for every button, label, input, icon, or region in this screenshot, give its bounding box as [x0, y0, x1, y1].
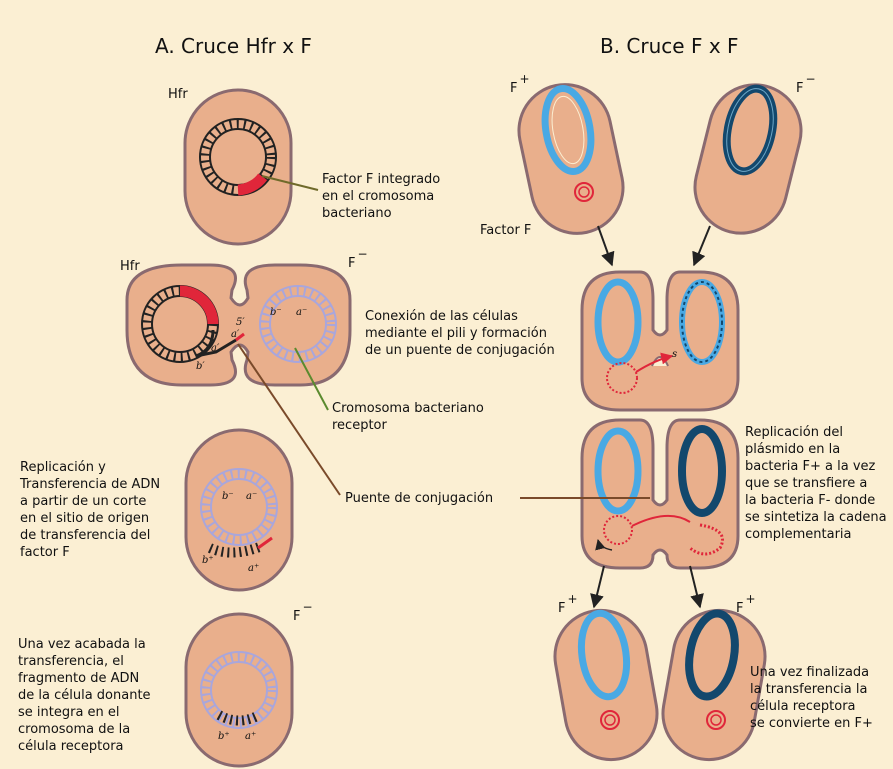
label-f-minus-a2: F− — [293, 608, 313, 625]
title-b: B. Cruce F x F — [600, 34, 739, 58]
label-a-minus-1: a⁻ — [296, 304, 307, 321]
annotation-puente: Puente de conjugación — [345, 490, 493, 507]
hfr-cell-1 — [185, 90, 291, 244]
annotation-una-vez-finalizada: Una vez finalizada la transferencia la c… — [750, 664, 873, 732]
annotation-factor-f-integrated: Factor F integrado en el cromosoma bacte… — [322, 171, 440, 222]
recipient-cell-final — [186, 614, 292, 766]
arrow-b4 — [690, 566, 700, 607]
arrow-b2 — [694, 226, 710, 265]
f-plus-final-left — [548, 603, 665, 767]
label-b-minus-2: b⁻ — [222, 488, 234, 505]
label-five-prime: 5′ — [236, 314, 245, 331]
title-a: A. Cruce Hfr x F — [155, 34, 312, 58]
arrow-b3 — [594, 566, 604, 607]
label-b-minus-1: b⁻ — [270, 304, 282, 321]
annotation-cromosoma-receptor: Cromosoma bacteriano receptor — [332, 400, 484, 434]
f-pair-connected — [582, 272, 738, 410]
f-pair-replicating — [582, 420, 738, 568]
label-f-plus-b3: F+ — [736, 600, 756, 617]
label-factor-f-b: Factor F — [480, 222, 531, 239]
label-f-plus-b2: F+ — [558, 600, 578, 617]
label-hfr-1: Hfr — [168, 86, 188, 103]
label-a-prime-1: a′ — [211, 340, 219, 357]
label-f-minus-b1: F− — [796, 80, 816, 97]
label-b-plus-1: b⁺ — [202, 552, 214, 569]
f-plus-cell — [510, 76, 631, 242]
label-f-minus-a: F− — [348, 255, 368, 272]
label-b-plus-2: b⁺ — [218, 728, 230, 745]
label-a-plus-1: a⁺ — [248, 560, 259, 577]
annotation-conexion: Conexión de las células mediante el pili… — [365, 308, 555, 359]
label-f-plus-b1: F+ — [510, 80, 530, 97]
f-minus-cell — [685, 75, 811, 243]
annotation-replicacion-plasmido: Replicación del plásmido en la bacteria … — [745, 424, 887, 543]
hfr-f-mating-pair — [127, 265, 350, 447]
annotation-una-vez-acabada: Una vez acabada la transferencia, el fra… — [18, 636, 151, 755]
label-a-plus-2: a⁺ — [245, 728, 256, 745]
annotation-replicacion-transferencia: Replicación y Transferencia de ADN a par… — [20, 459, 160, 561]
label-b-prime: b′ — [196, 358, 205, 375]
label-s: s — [672, 346, 677, 363]
label-a-minus-2: a⁻ — [246, 488, 257, 505]
arrow-b1 — [598, 226, 612, 265]
label-hfr-2: Hfr — [120, 258, 140, 275]
